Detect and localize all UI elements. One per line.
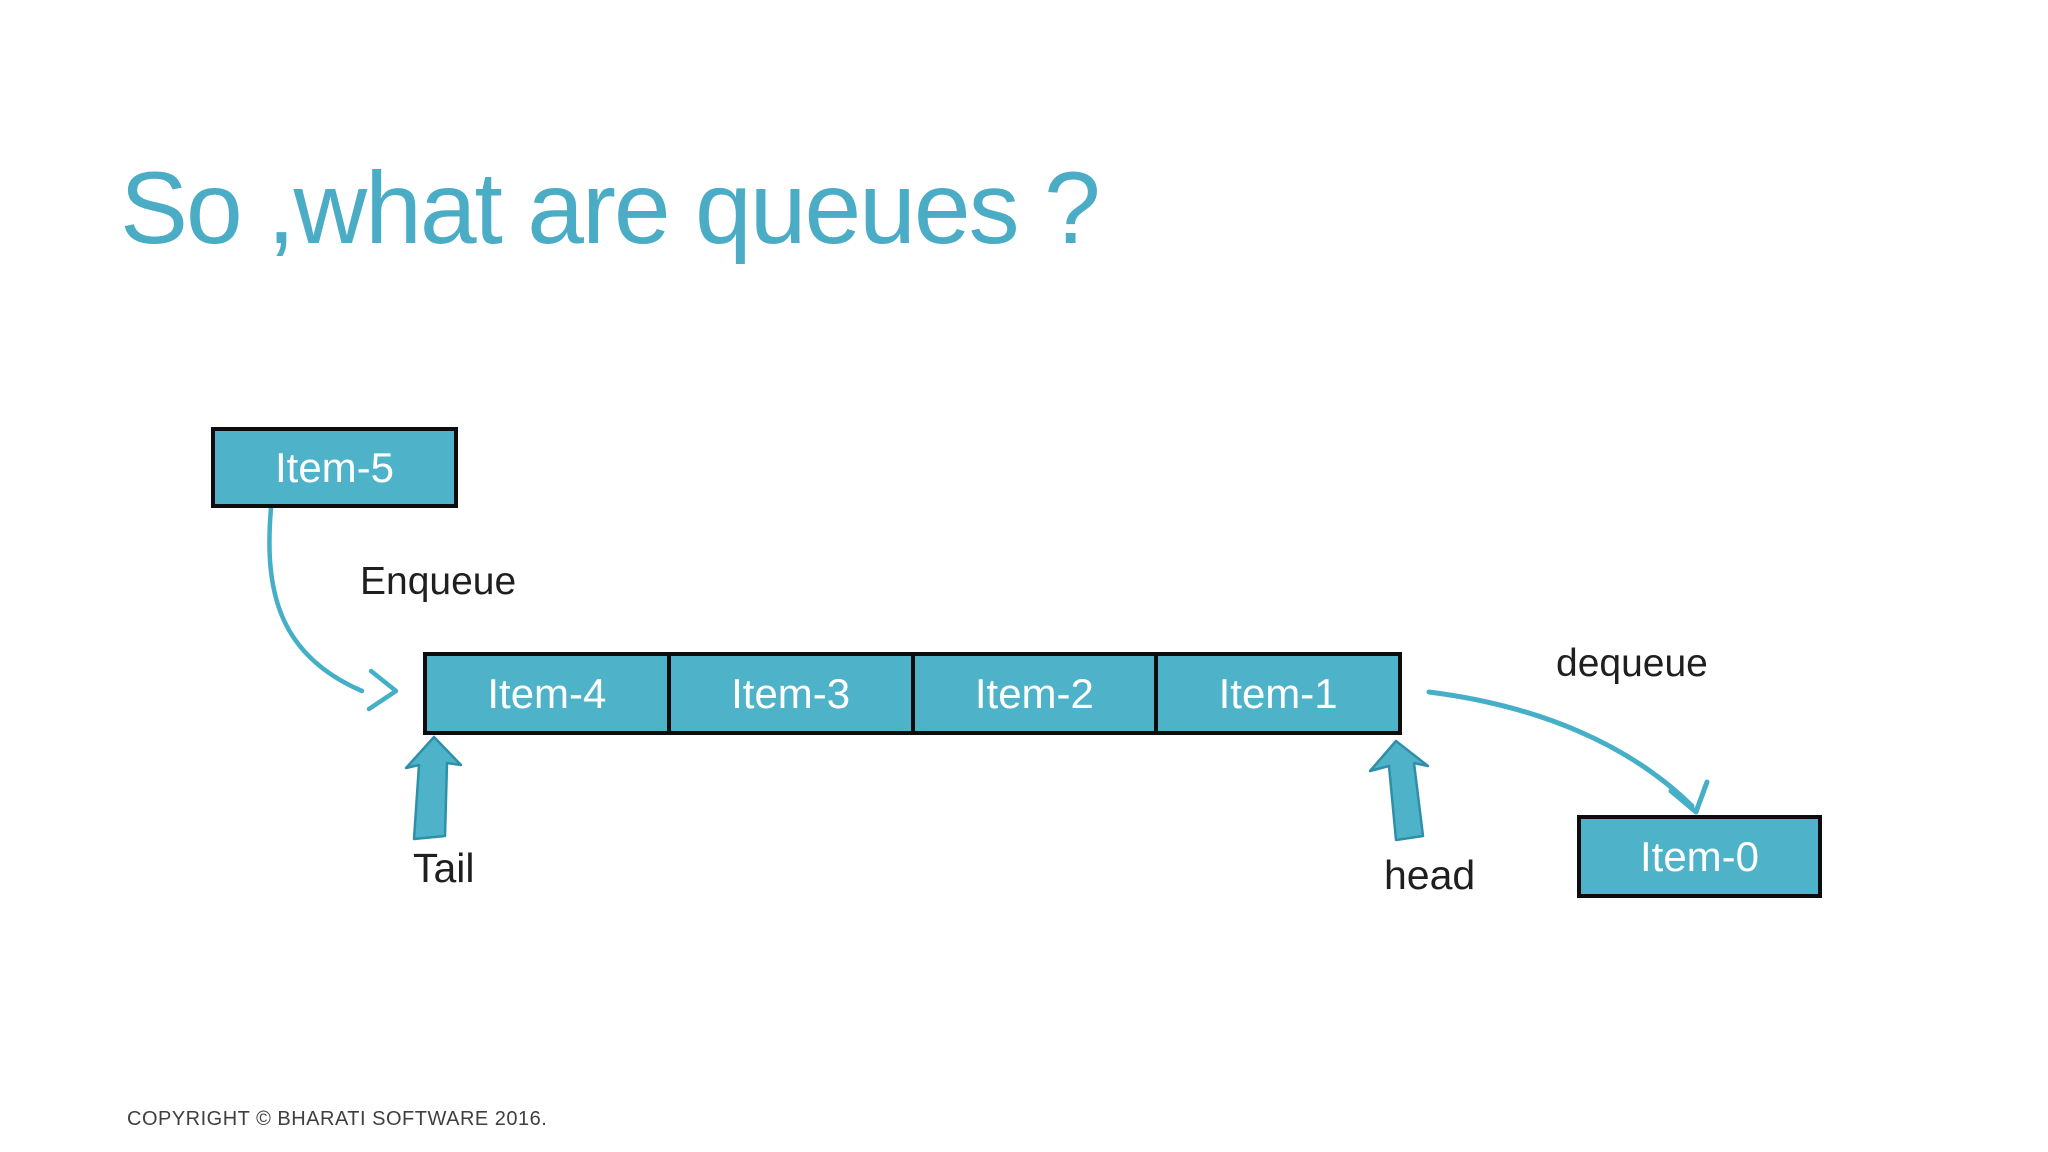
queue-cell: Item-1 (1158, 656, 1398, 731)
queue-cell-label: Item-1 (1218, 669, 1338, 717)
tail-arrow (404, 735, 463, 841)
copyright-text: COPYRIGHT © BHARATI SOFTWARE 2016. (127, 1108, 548, 1130)
outgoing-item-label: Item-0 (1639, 832, 1760, 880)
page-title: So ,what are queues ? (120, 151, 1101, 265)
head-label: head (1384, 852, 1476, 898)
queue-row: Item-4 Item-3 Item-2 Item-1 (423, 652, 1402, 735)
tail-label: Tail (413, 845, 475, 891)
queue-cell: Item-4 (427, 656, 671, 731)
enqueue-arrow (267, 505, 399, 712)
enqueue-label: Enqueue (360, 560, 517, 603)
dequeue-arrow (1426, 689, 1710, 815)
head-arrow (1368, 739, 1430, 842)
outgoing-item-box: Item-0 (1577, 815, 1822, 898)
queue-cell-label: Item-4 (487, 669, 607, 717)
queue-cell: Item-3 (671, 656, 915, 731)
queue-cell: Item-2 (915, 656, 1159, 731)
queue-cell-label: Item-3 (731, 669, 851, 717)
incoming-item-box: Item-5 (211, 427, 458, 508)
dequeue-label: dequeue (1556, 642, 1708, 685)
incoming-item-label: Item-5 (274, 443, 395, 491)
queue-cell-label: Item-2 (974, 669, 1094, 717)
